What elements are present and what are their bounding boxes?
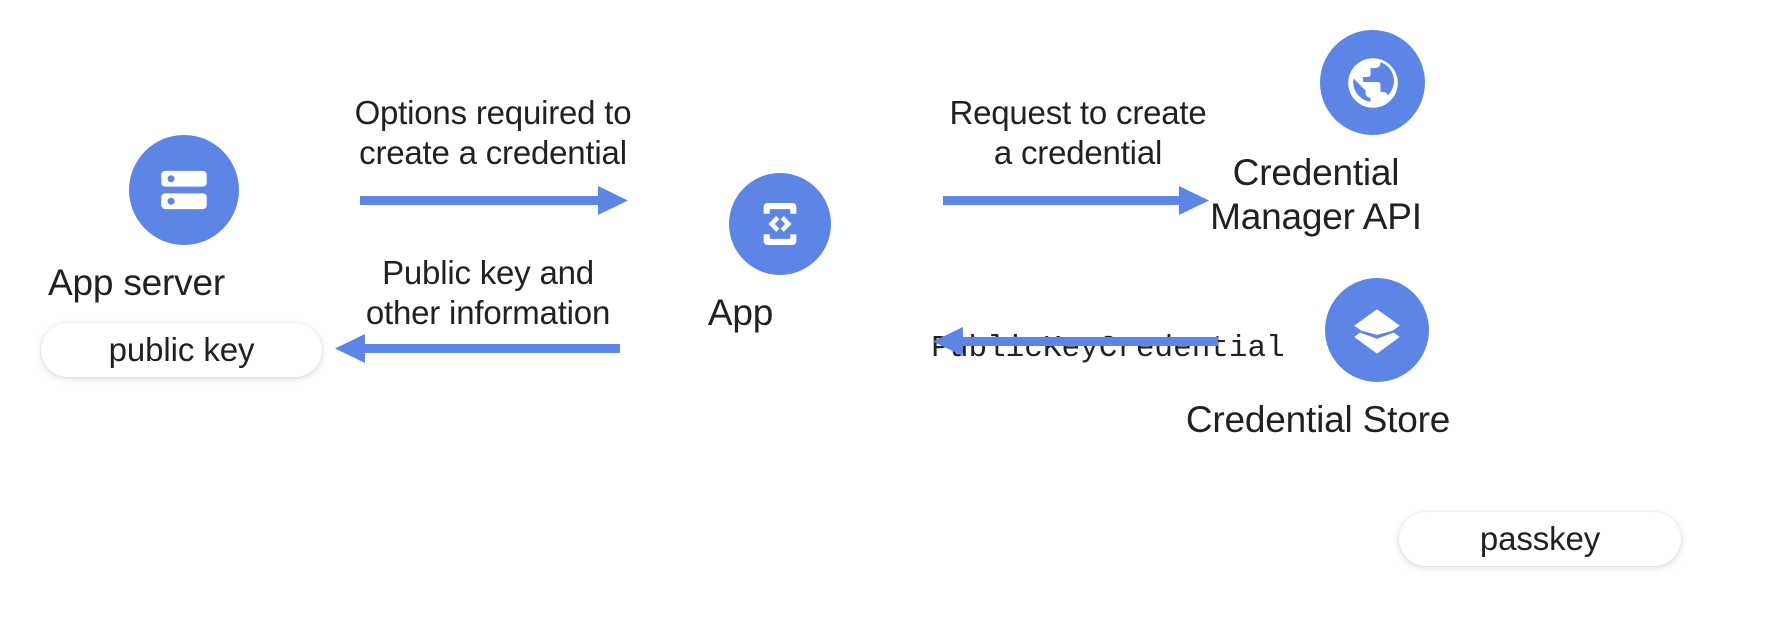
node-credential-manager-api: Credential Manager API bbox=[1210, 30, 1425, 238]
arrow-options-required bbox=[360, 184, 628, 216]
node-credential-store: Credential Store bbox=[1186, 278, 1450, 442]
globe-public-icon bbox=[1320, 30, 1425, 135]
storage-server-icon bbox=[129, 135, 239, 245]
arrow-request-to-create bbox=[943, 184, 1209, 216]
node-label-credential-store: Credential Store bbox=[1185, 399, 1451, 440]
node-label-app: App bbox=[707, 292, 774, 333]
layers-stack-icon bbox=[1325, 278, 1429, 382]
node-app-server: App server bbox=[48, 135, 239, 305]
arrow-public-key-and-other-information bbox=[335, 332, 620, 364]
passkey-pill: passkey bbox=[1399, 512, 1681, 566]
arrow-label-options-required: Options required to create a credential bbox=[354, 94, 632, 172]
node-label-credential-manager-api: Credential Manager API bbox=[1210, 152, 1422, 237]
public-key-pill: public key bbox=[41, 323, 322, 377]
arrow-label-request-to-create: Request to create a credential bbox=[949, 94, 1207, 172]
arrow-label-public-key-and-other-information: Public key and other information bbox=[365, 254, 611, 332]
arrow-label-public-key-credential: PublicKeyCredential bbox=[931, 331, 1285, 366]
node-app: App bbox=[708, 173, 831, 335]
arrow-public-key-credential bbox=[933, 325, 1218, 357]
node-label-app-server: App server bbox=[48, 262, 225, 303]
phone-code-icon bbox=[729, 173, 831, 275]
